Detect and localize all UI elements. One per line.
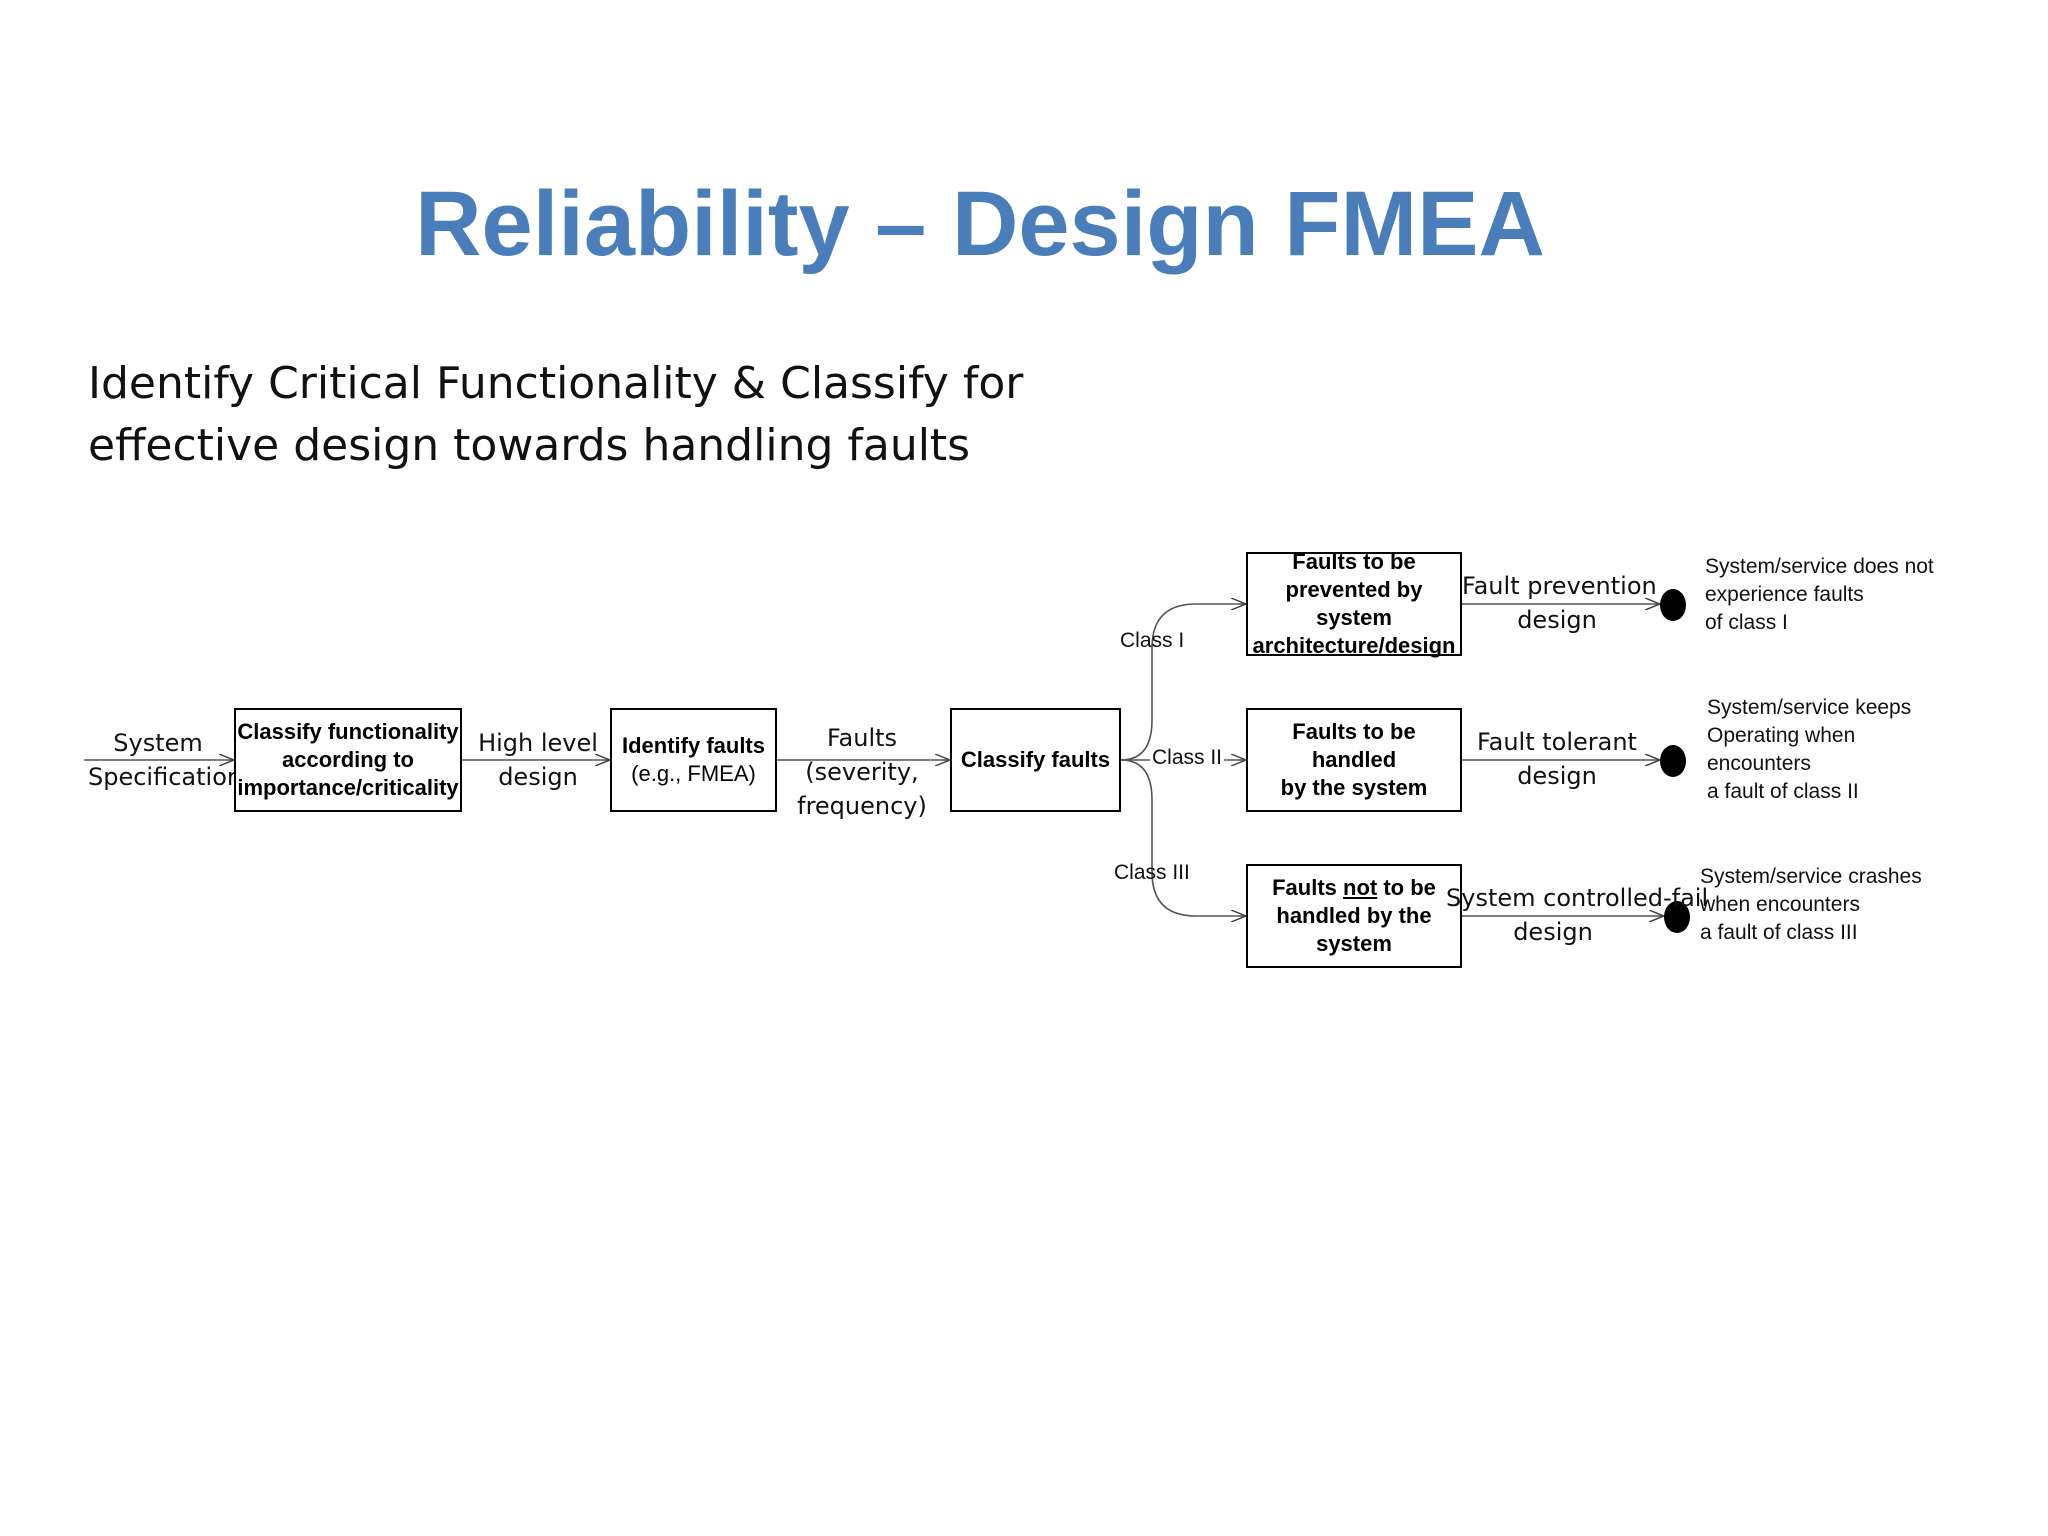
edge-line: design	[1517, 762, 1597, 790]
edge-line: design	[1517, 606, 1597, 634]
box-line-part: to be	[1377, 875, 1436, 900]
arrow-class3	[1120, 759, 1246, 916]
box-line: architecture/design	[1252, 633, 1456, 658]
outcome-line: a fault of class III	[1700, 921, 1858, 944]
edge-label-faults: Faults (severity, frequency)	[792, 721, 932, 823]
slide-title: Reliability – Design FMEA	[415, 173, 1545, 275]
box-line: according to	[281, 747, 414, 772]
box-line: importance/criticality	[237, 775, 459, 800]
box-line: Faults not to be	[1272, 874, 1436, 902]
edge-label-fault-tolerant: Fault tolerant design	[1462, 725, 1652, 793]
class-label-2: Class II	[1150, 746, 1225, 770]
box-line: system	[1316, 931, 1392, 956]
box-line-underlined: not	[1343, 875, 1378, 900]
edge-line: System controlled-fail	[1446, 884, 1709, 912]
input-system-specification: System Specification	[88, 726, 243, 794]
slide-subtitle: Identify Critical Functionality & Classi…	[88, 353, 1388, 477]
outcome-class-1: System/service does not experience fault…	[1705, 553, 1934, 637]
box-identify-faults: Identify faults (e.g., FMEA)	[610, 708, 777, 812]
edge-line: frequency)	[797, 792, 927, 820]
outcome-class-3: System/service crashes when encounters a…	[1700, 863, 1922, 947]
box-line: Faults to be	[1292, 549, 1416, 574]
input-line-2: Specification	[88, 763, 243, 791]
box-faults-handled: Faults to be handled by the system	[1246, 708, 1462, 812]
class-label-3: Class III	[1114, 861, 1190, 884]
outcome-line: when encounters	[1700, 893, 1860, 916]
arrow-class1	[1120, 604, 1246, 761]
box-line: Classify faults	[960, 747, 1111, 772]
edge-label-controlled-fail: System controlled-fail design	[1446, 881, 1709, 949]
outcome-line: System/service crashes	[1700, 865, 1922, 888]
class-label-1: Class I	[1120, 629, 1185, 652]
outcome-line: Operating when	[1707, 724, 1856, 747]
edge-line: design	[498, 763, 578, 791]
box-line: Identify faults	[621, 733, 765, 758]
box-classify-functionality: Classify functionality according to impo…	[234, 708, 462, 812]
edge-line: Fault tolerant	[1477, 728, 1637, 756]
terminal-dot-3	[1664, 901, 1690, 933]
box-line: by the system	[1280, 775, 1428, 800]
box-faults-not-handled: Faults not to be handled by the system	[1246, 864, 1462, 968]
outcome-line: System/service does not	[1705, 555, 1934, 578]
subtitle-line-1: Identify Critical Functionality & Classi…	[88, 358, 1024, 409]
box-classify-faults: Classify faults	[950, 708, 1121, 812]
box-line: Classify functionality	[237, 719, 459, 744]
box-line: handled by the	[1276, 903, 1432, 928]
edge-label-fault-prevention: Fault prevention design	[1462, 569, 1657, 637]
subtitle-line-2: effective design towards handling faults	[88, 420, 971, 471]
terminal-dot-1	[1660, 589, 1686, 621]
edge-line: (severity,	[805, 758, 919, 786]
box-line-part: Faults	[1272, 875, 1344, 900]
input-line-1: System	[113, 729, 203, 757]
edge-line: Faults	[826, 724, 898, 752]
edge-label-high-level-design: High level design	[468, 726, 608, 794]
box-line: Faults to be handled	[1292, 719, 1416, 772]
outcome-line: a fault of class II	[1707, 780, 1859, 803]
box-line: (e.g., FMEA)	[631, 761, 756, 786]
box-line: prevented by system	[1285, 577, 1423, 630]
edge-line: Fault prevention	[1462, 572, 1657, 600]
box-faults-prevented: Faults to be prevented by system archite…	[1246, 549, 1462, 658]
terminal-dot-2	[1660, 745, 1686, 777]
outcome-line: System/service keeps	[1707, 696, 1912, 719]
edge-line: design	[1513, 918, 1593, 946]
edge-line: High level	[478, 729, 598, 757]
outcome-line: experience faults	[1705, 583, 1864, 606]
outcome-line: encounters	[1707, 752, 1811, 775]
outcome-line: of class I	[1705, 611, 1788, 634]
outcome-class-2: System/service keeps Operating when enco…	[1707, 694, 1911, 806]
